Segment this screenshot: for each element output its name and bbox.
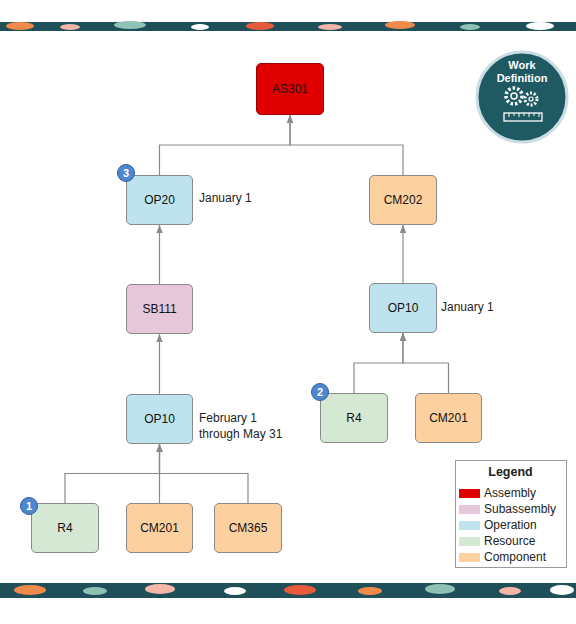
node-text: CM201	[140, 521, 179, 536]
node-text: OP10	[388, 301, 419, 316]
connector-layer	[65, 115, 449, 503]
node-text: CM202	[384, 193, 423, 208]
callout-circle	[312, 384, 329, 401]
connector-arrow	[159, 225, 160, 284]
node-text: R4	[346, 411, 361, 426]
effective-date: January 1	[441, 299, 531, 315]
effective-date: January 1	[199, 190, 289, 206]
decor-leaf	[460, 24, 480, 30]
decor-leaf	[114, 21, 146, 29]
component-box: CM201	[415, 393, 482, 443]
node-text: SB111	[142, 302, 176, 317]
badge-circle	[477, 52, 567, 142]
connector-arrow	[160, 444, 249, 503]
callout-number: 1	[21, 498, 37, 514]
decor-leaf	[550, 585, 574, 595]
legend-row: Resource	[459, 533, 535, 549]
decor-leaf	[14, 585, 46, 595]
assembly-box: AS301	[256, 63, 324, 115]
legend-row: Component	[459, 549, 546, 565]
legend-text: Resource	[484, 534, 535, 548]
connector-arrow	[160, 115, 291, 175]
gear-icon	[511, 93, 517, 99]
legend-row: Subassembly	[459, 501, 556, 517]
legend-row: Assembly	[459, 485, 536, 501]
gear-icon	[529, 97, 533, 101]
legend-frame	[456, 461, 567, 568]
decor-leaf	[191, 24, 209, 30]
decor-leaf	[246, 22, 274, 30]
legend-text: Operation	[484, 518, 537, 532]
node-text: CM365	[229, 521, 268, 536]
decor-leaf	[83, 587, 107, 595]
callout-number: 2	[312, 384, 328, 400]
decor-band	[0, 22, 576, 31]
operation-box: OP20	[126, 175, 193, 225]
connector-arrow	[159, 334, 160, 394]
legend-swatch	[459, 553, 480, 562]
decor-leaf	[385, 21, 415, 29]
legend-swatch	[459, 505, 480, 514]
connector-arrow	[403, 333, 449, 393]
resource-box: R4	[31, 503, 99, 553]
node-text: OP10	[144, 412, 175, 427]
operation-box: OP10	[126, 394, 193, 444]
legend-text: Subassembly	[484, 502, 556, 516]
connector-arrow	[290, 115, 403, 175]
connector-arrow	[354, 333, 403, 393]
legend-swatch	[459, 537, 480, 546]
node-text: Work Definition	[491, 59, 553, 85]
component-box: CM201	[126, 503, 193, 553]
legend-row: Operation	[459, 517, 537, 533]
decor-leaf	[6, 22, 34, 30]
legend-text: Component	[484, 550, 546, 564]
legend-text: Assembly	[484, 486, 536, 500]
work-definition-badge: Work Definition	[475, 50, 569, 144]
callout-circle	[118, 165, 135, 182]
resource-box: R4	[320, 393, 388, 443]
ruler-ticks	[509, 113, 539, 117]
subassembly-box: SB111	[126, 284, 193, 334]
component-box: CM202	[369, 175, 437, 225]
decor-leaf	[318, 24, 342, 30]
decor-leaf	[358, 587, 382, 595]
decor-leaf	[145, 584, 175, 594]
decor-leaf	[526, 22, 554, 30]
legend-title: Legend	[455, 464, 566, 480]
decor-leaf	[284, 585, 316, 595]
decor-leaf	[425, 584, 455, 594]
decor-leaf	[60, 24, 80, 30]
node-text: OP20	[144, 193, 175, 208]
decor-band	[0, 583, 576, 598]
component-box: CM365	[214, 503, 282, 553]
node-text: R4	[57, 521, 72, 536]
callout-number: 3	[118, 165, 134, 181]
operation-box: OP10	[369, 283, 437, 333]
callout-circle	[21, 498, 38, 515]
gear-icon	[506, 88, 522, 104]
decor-leaf	[224, 587, 246, 595]
node-text: AS301	[272, 82, 308, 97]
gear-icon	[525, 93, 537, 105]
ruler-icon	[504, 113, 542, 121]
connector-arrow	[65, 444, 160, 503]
decor-leaf	[499, 587, 521, 595]
legend-swatch	[459, 521, 480, 530]
effective-date: February 1 through May 31	[199, 410, 294, 442]
connector-arrow	[402, 225, 403, 283]
node-text: CM201	[429, 411, 468, 426]
legend-swatch	[459, 489, 480, 498]
